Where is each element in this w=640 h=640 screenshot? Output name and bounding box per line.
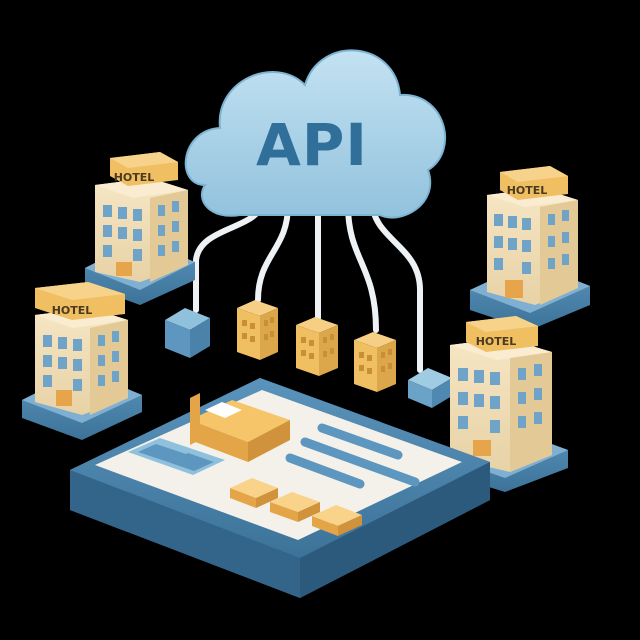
api-cloud: API <box>184 49 446 219</box>
hotel-building-top-right: HOTEL <box>470 166 590 330</box>
hotel-sign-bottom-right: HOTEL <box>476 335 517 348</box>
booking-screen <box>95 390 462 540</box>
option-button-3[interactable] <box>312 505 362 536</box>
option-button-1[interactable] <box>230 478 278 508</box>
hotel-sign-top-left: HOTEL <box>114 171 155 184</box>
api-label: API <box>256 111 368 179</box>
hotel-building-top-left: HOTEL <box>85 152 195 305</box>
bed-icon <box>190 393 290 462</box>
hotel-sign-left: HOTEL <box>52 304 93 317</box>
hotel-sign-top-right: HOTEL <box>507 184 548 197</box>
mini-building-2 <box>296 317 338 376</box>
connector-cube-right <box>408 368 452 408</box>
mini-building-1 <box>237 300 278 360</box>
hotel-building-left: HOTEL <box>22 282 142 440</box>
listing-text-lines <box>285 423 420 489</box>
mini-building-3 <box>354 332 396 392</box>
room-info-card <box>128 438 225 475</box>
booking-option-buttons <box>230 478 362 536</box>
option-button-2[interactable] <box>270 492 320 522</box>
booking-platform <box>70 378 490 598</box>
connector-cube-left <box>165 308 210 358</box>
